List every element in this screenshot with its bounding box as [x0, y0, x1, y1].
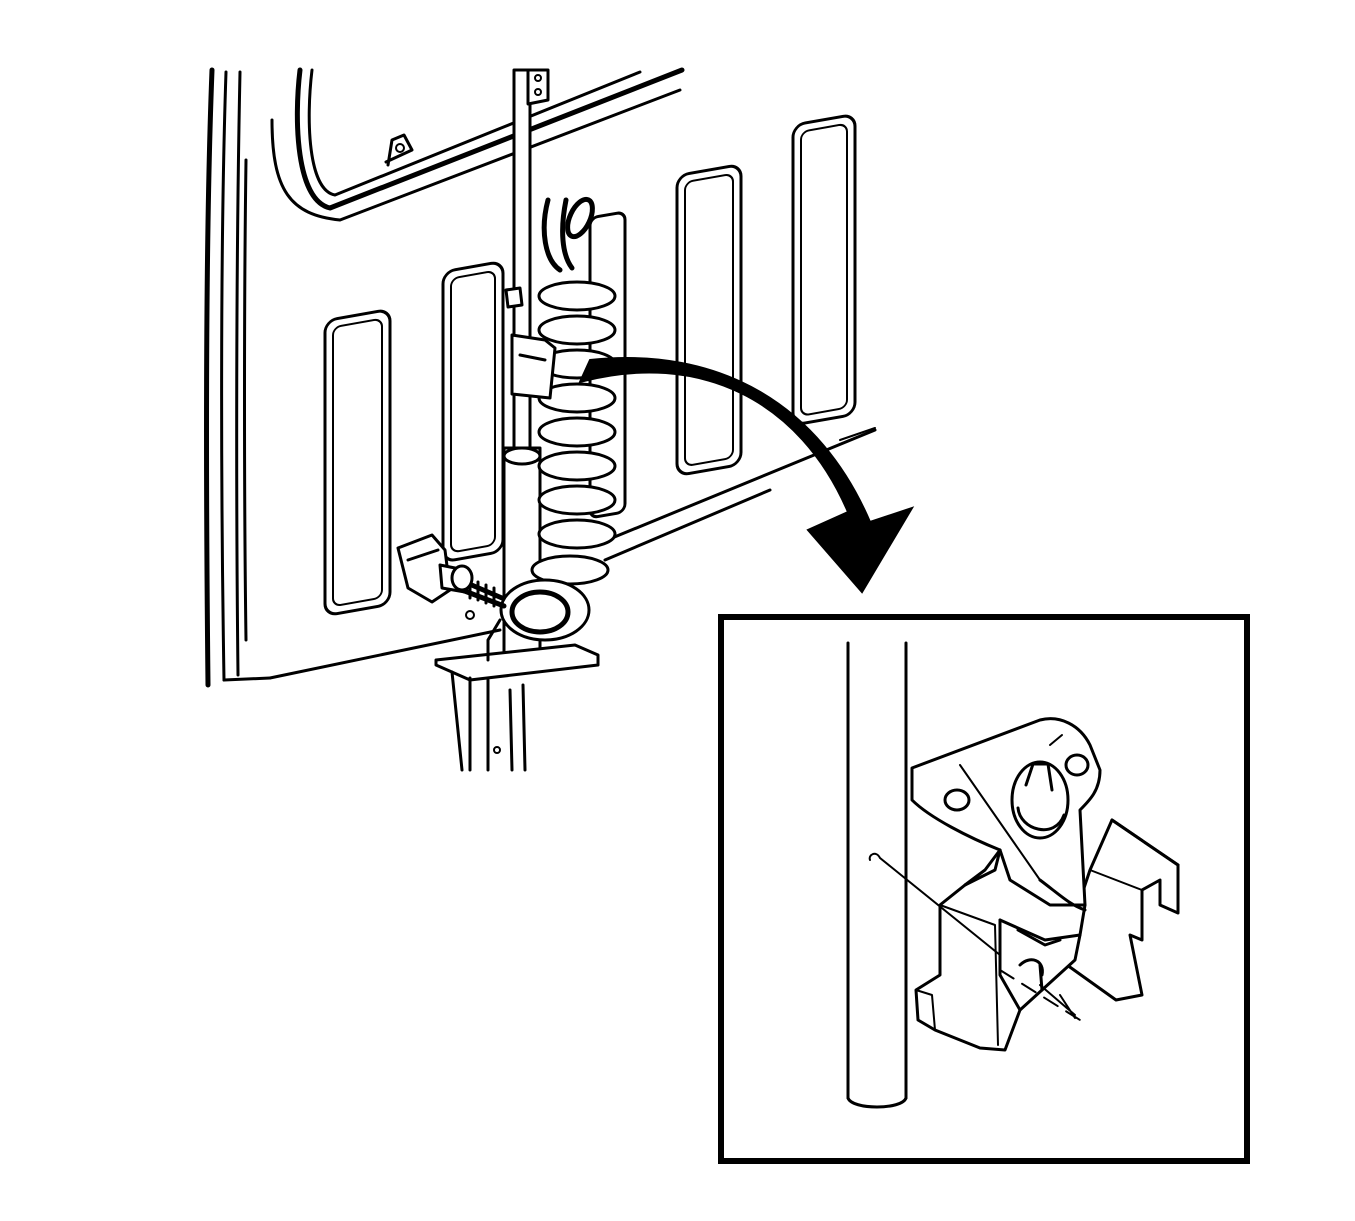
pointer-arrow-icon	[578, 356, 915, 594]
detail-inset	[718, 614, 1250, 1164]
coiled-harness	[396, 196, 617, 642]
coil-loops	[499, 280, 617, 642]
detail-rod	[846, 641, 908, 1109]
lower-bracket	[434, 618, 600, 772]
panel-embossments	[323, 114, 857, 616]
harness-clip	[510, 333, 557, 400]
panel-outline	[204, 67, 877, 688]
detail-dashed-lines	[868, 764, 1081, 1021]
